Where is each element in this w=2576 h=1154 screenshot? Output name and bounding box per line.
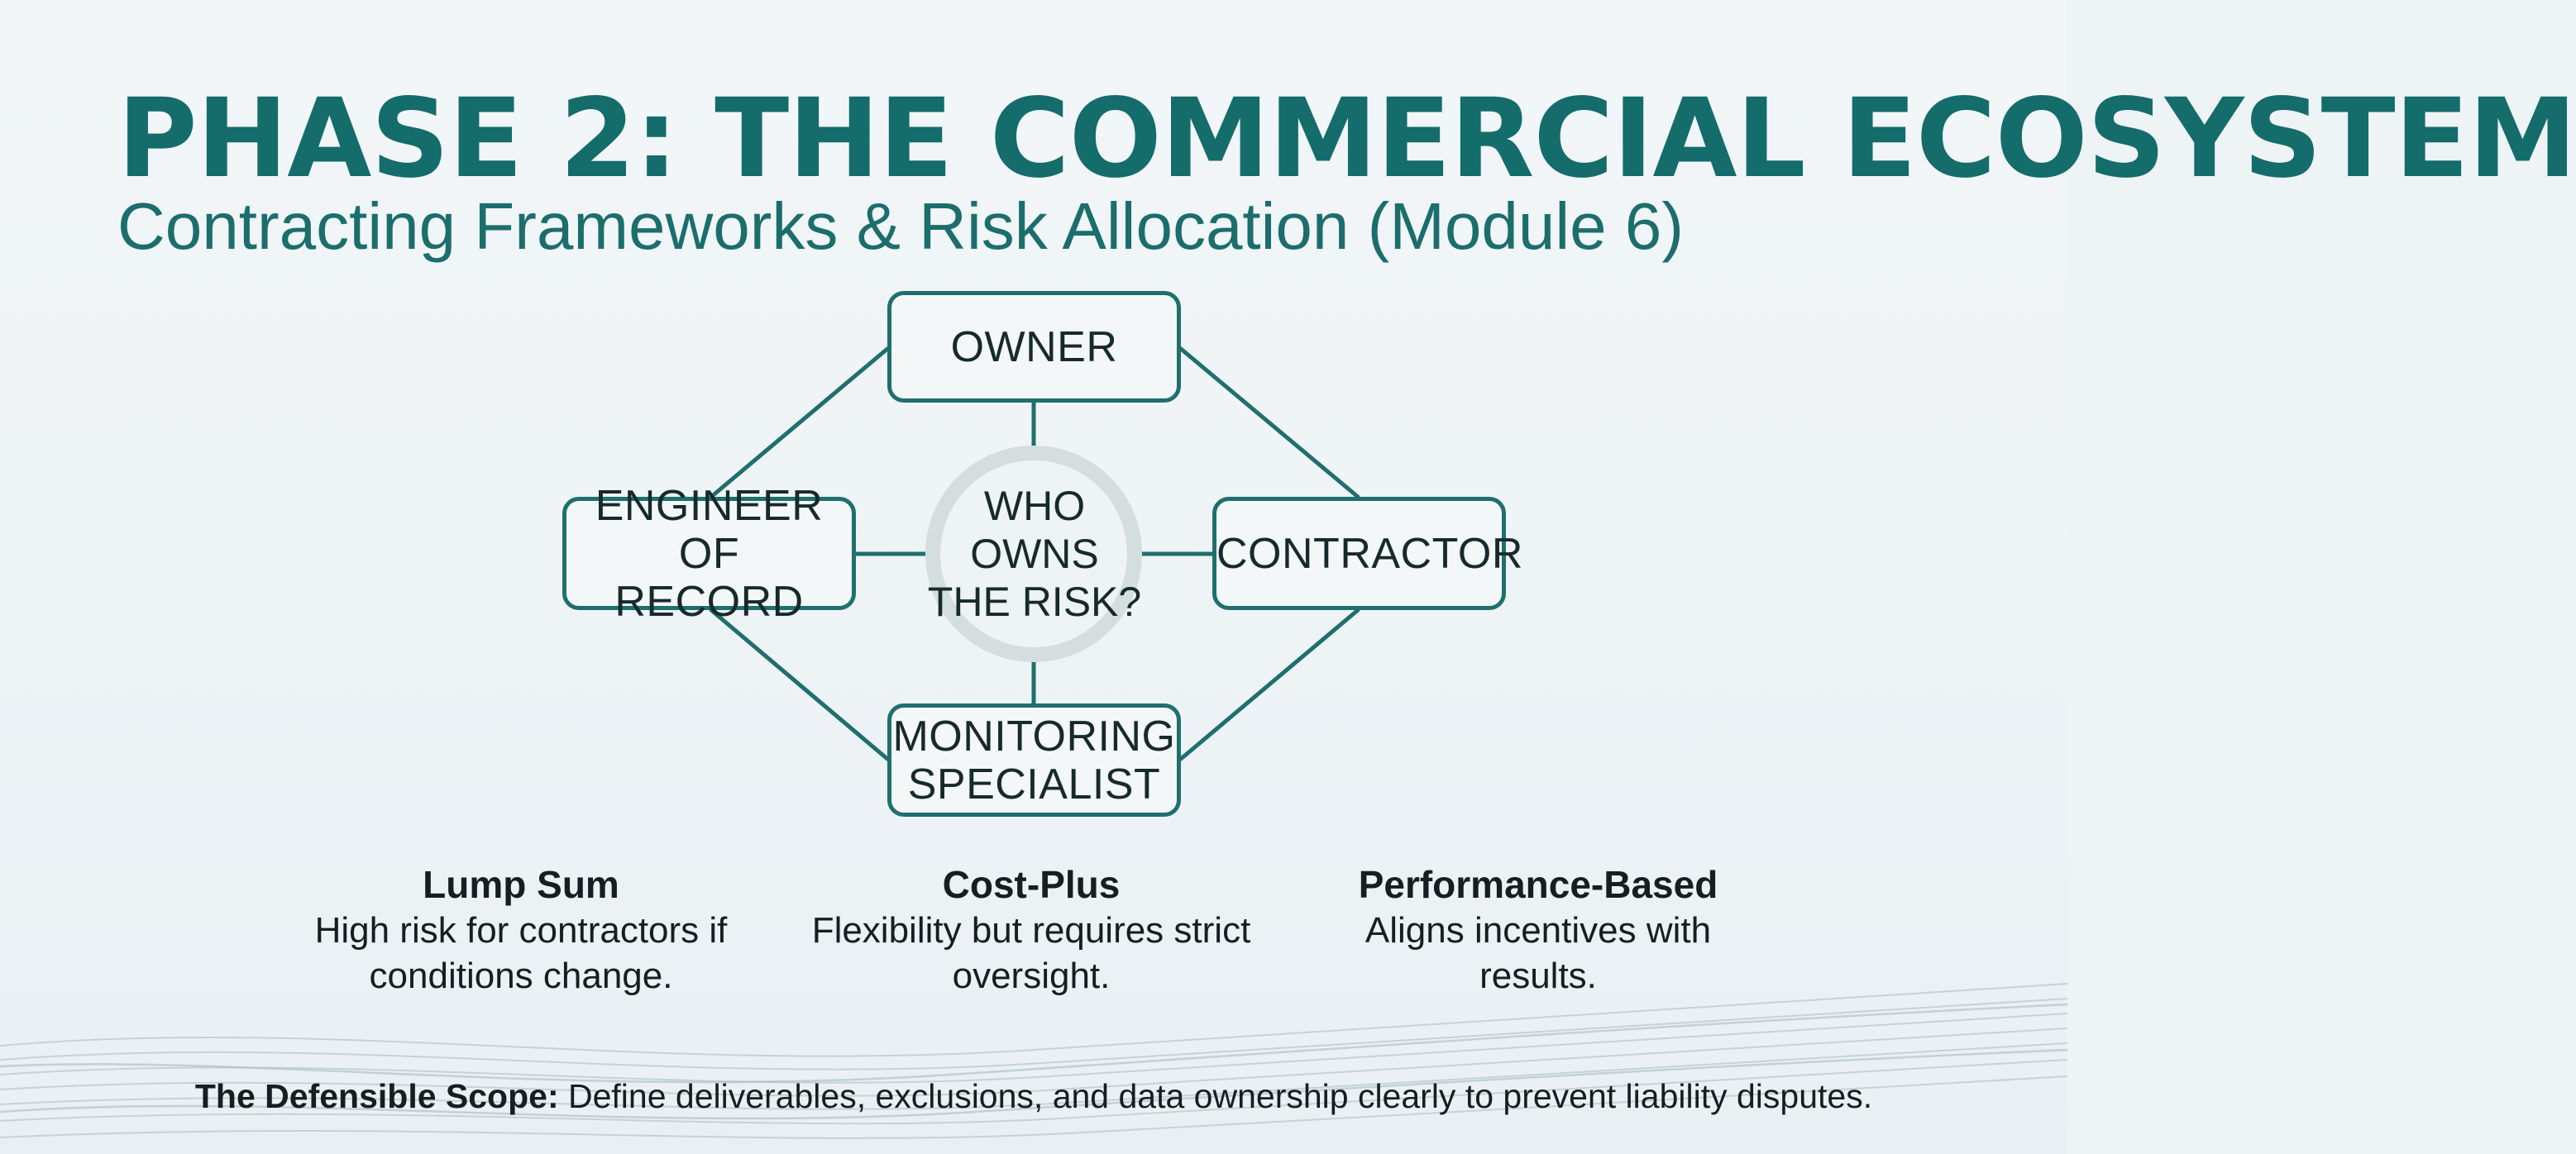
contract-desc-line-1: High risk for contractors if [314,910,728,951]
contract-lump-sum: Lump Sum High risk for contractors if co… [265,860,777,999]
node-engineer-line-1: ENGINEER OF [595,481,824,578]
contract-desc-line-1: Aligns incentives with [1364,910,1712,951]
contract-desc-line-2: oversight. [952,956,1111,996]
connector-owner-engineer [709,346,890,499]
center-line-2: THE RISK? [927,579,1142,625]
risk-center-ring [925,446,1142,662]
background-waves [0,983,2068,1139]
contract-desc-line-2: results. [1479,956,1597,996]
node-contractor-label: CONTRACTOR [1216,529,1523,578]
node-monitoring-specialist: MONITORING SPECIALIST [887,703,1181,817]
connector-owner-contractor [1178,346,1360,499]
contract-cost-plus: Cost-Plus Flexibility but requires stric… [775,860,1288,999]
node-monitoring-line-1: MONITORING [892,712,1176,761]
risk-center-label: WHO OWNS THE RISK? [925,483,1144,625]
contract-description: Aligns incentives with results. [1282,908,1795,999]
connector-engineer-monitoring [709,608,890,761]
risk-diagram-connectors [709,346,1360,761]
connector-contractor-monitoring [1178,608,1360,761]
contract-title: Cost-Plus [942,863,1121,906]
contract-desc-line-2: conditions change. [369,956,673,996]
node-owner: OWNER [887,291,1181,403]
contract-description: Flexibility but requires strict oversigh… [775,908,1288,999]
node-owner-label: OWNER [950,322,1118,371]
node-engineer-of-record: ENGINEER OF RECORD [562,482,856,626]
node-monitoring-line-2: SPECIALIST [907,760,1161,808]
footer-note: The Defensible Scope: Define deliverable… [0,1071,2067,1121]
footer-lead: The Defensible Scope: [194,1077,559,1115]
contract-desc-line-1: Flexibility but requires strict [811,910,1251,951]
contract-title: Performance-Based [1358,863,1718,906]
page-subtitle: Contracting Frameworks & Risk Allocation… [117,189,1685,263]
contract-title: Lump Sum [423,863,619,906]
contract-description: High risk for contractors if conditions … [265,908,777,999]
node-engineer-line-2: RECORD [614,577,804,626]
footer-text: Define deliverables, exclusions, and dat… [558,1077,1873,1115]
page-title: PHASE 2: THE COMMERCIAL ECOSYSTEM [117,75,2576,203]
node-contractor: CONTRACTOR [1212,497,1523,610]
contract-performance-based: Performance-Based Aligns incentives with… [1282,860,1795,999]
center-line-1: WHO OWNS [970,483,1099,577]
